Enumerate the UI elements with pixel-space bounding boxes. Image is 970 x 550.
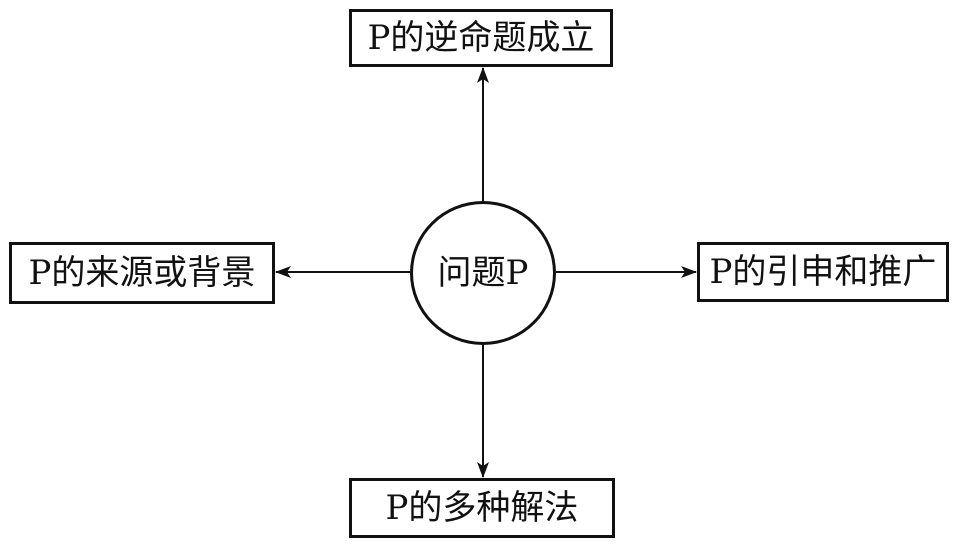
node-origin-background: P的来源或背景 [9,242,275,304]
node-extension-generalization: P的引申和推广 [697,242,949,302]
center-problem-label: 问题P [437,253,529,293]
node-extension-generalization-label: P的引申和推广 [709,252,937,292]
center-problem-node: 问题P [410,201,556,345]
node-origin-background-label: P的来源或背景 [28,253,256,293]
node-converse-holds-label: P的逆命题成立 [367,18,595,58]
node-multiple-solutions: P的多种解法 [349,478,615,538]
node-multiple-solutions-label: P的多种解法 [385,488,579,528]
node-converse-holds: P的逆命题成立 [349,9,613,67]
